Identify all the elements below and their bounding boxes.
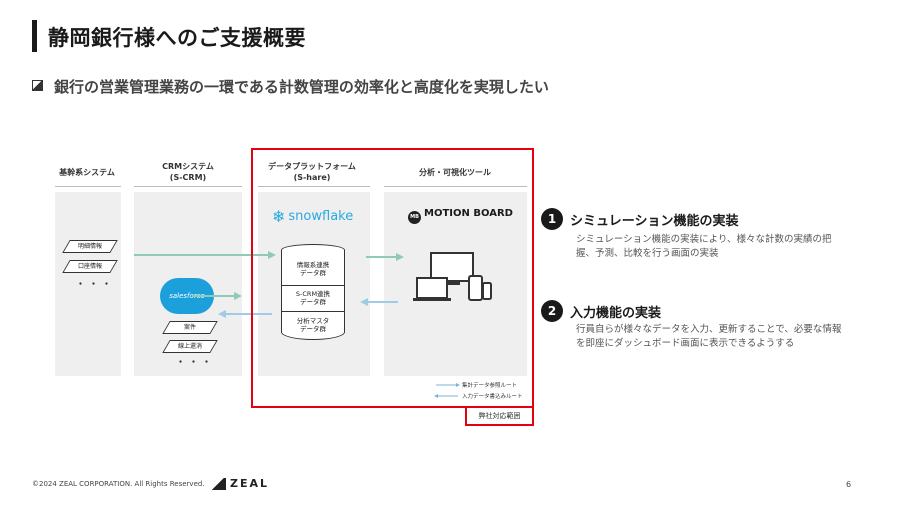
subtitle-marker-icon — [32, 80, 43, 91]
zeal-logo-text: ZEAL — [230, 477, 270, 490]
document-label: 明細情報 — [77, 243, 102, 250]
page-title: 静岡銀行様へのご支援概要 — [48, 26, 306, 50]
scope-tag: 弊社対応範囲 — [465, 408, 534, 426]
document-label: 案件 — [183, 324, 196, 331]
core-system-panel — [55, 192, 121, 376]
snowflake-wordmark: snowflake — [288, 209, 354, 224]
feature-title: 入力機能の実装 — [570, 306, 662, 321]
motionboard-wordmark: MOTION BOARD — [424, 208, 513, 219]
more-dots: ・・・ — [176, 358, 216, 368]
column-divider — [55, 186, 121, 187]
column-divider — [384, 186, 527, 187]
legend-label: 入力データ書込みルート — [462, 394, 523, 400]
snowflake-logo: ❄snowflake — [272, 207, 353, 226]
database-segment: S-CRM連携 データ群 — [281, 285, 345, 312]
column-header-core: 基幹系システム — [59, 168, 115, 177]
column-header-tool: 分析・可視化ツール — [419, 168, 491, 177]
document-label: 線上還消 — [177, 343, 202, 350]
feature-number-badge: 1 — [541, 208, 563, 230]
column-divider — [258, 186, 370, 187]
legend-label: 集計データ参照ルート — [462, 383, 518, 389]
more-dots: ・・・ — [76, 280, 116, 290]
feature-number-badge: 2 — [541, 300, 563, 322]
column-header-platform: データプラットフォーム (S-hare) — [268, 162, 356, 182]
column-divider — [134, 186, 242, 187]
column-header-crm: CRMシステム (S-CRM) — [162, 162, 214, 182]
page-subtitle: 銀行の営業管理業務の一環である計数管理の効率化と高度化を実現したい — [54, 78, 549, 96]
feature-title: シミュレーション機能の実装 — [570, 214, 739, 229]
database-segment: 情報系連携 データ群 — [281, 250, 345, 286]
salesforce-logo: salesforce — [160, 278, 214, 314]
zeal-logo-icon — [212, 478, 226, 490]
motionboard-badge-icon: MB — [408, 211, 421, 224]
snowflake-icon: ❄ — [272, 207, 286, 226]
title-accent-bar — [32, 20, 37, 52]
scope-frame — [251, 148, 534, 408]
feature-description: シミュレーション機能の実装により、様々な計数の実績の把握、予測、比較を行う画面の… — [576, 234, 832, 259]
database-segment: 分析マスタ データ群 — [281, 311, 345, 340]
feature-description: 行員自らが様々なデータを入力、更新することで、必要な情報を即座にダッシュボード画… — [576, 324, 842, 349]
document-label: 口座情報 — [77, 263, 102, 270]
copyright-text: ©2024 ZEAL CORPORATION. All Rights Reser… — [32, 480, 205, 488]
page-number: 6 — [846, 480, 852, 489]
